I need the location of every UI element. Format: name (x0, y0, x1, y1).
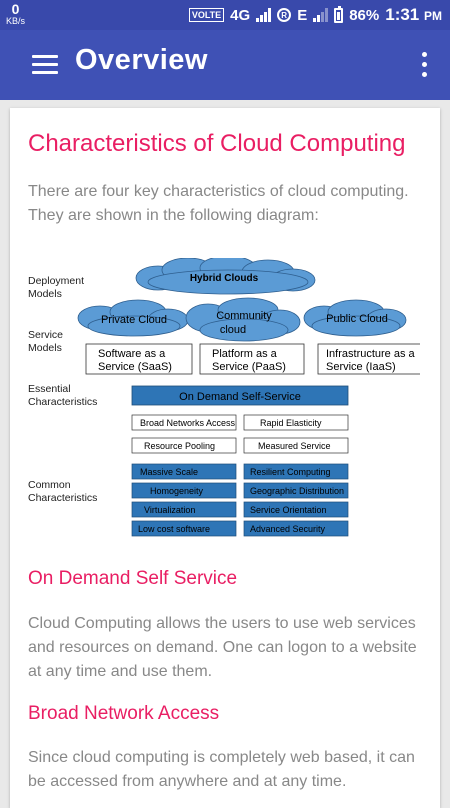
public-cloud-shape (303, 299, 407, 337)
signal-icon (256, 8, 272, 22)
iaas-box (317, 343, 420, 375)
on-demand-box (131, 385, 349, 406)
network-type: 4G (230, 6, 251, 24)
battery-percent: 86% (349, 6, 380, 24)
paas-label-2: Service (PaaS) (212, 361, 286, 373)
intro-text: There are four key characteristics of cl… (28, 183, 409, 224)
hybrid-cloud-shape (135, 258, 316, 295)
diagram-label-common-1: Common (28, 479, 71, 491)
edge-indicator: E (297, 6, 308, 24)
cloud-diagram: Deployment Models Service Models Essenti… (28, 258, 420, 537)
common-box-1-0 (131, 482, 237, 499)
common-item-2-1: Service Orientation (250, 505, 327, 515)
common-item-3-0: Low cost software (138, 524, 210, 534)
diagram-label-common-2: Characteristics (28, 492, 97, 504)
common-item-1-0: Homogeneity (150, 486, 204, 496)
diagram-label-service-2: Models (28, 342, 62, 354)
rapid-elasticity-box (243, 414, 349, 431)
section-heading-on-demand: On Demand Self Service (28, 568, 238, 589)
network-speed: 0 KB/s (6, 2, 25, 26)
community-cloud-shape (185, 297, 301, 342)
clock: 1:31 PM (385, 5, 442, 25)
app-bar: Overview (0, 30, 450, 100)
common-item-3-1: Advanced Security (250, 524, 326, 534)
diagram-label-service-1: Service (28, 329, 63, 341)
saas-box (85, 343, 193, 375)
common-item-2-0: Virtualization (144, 505, 195, 515)
broad-access-label: Broad Networks Access (140, 418, 236, 428)
clock-ampm: PM (424, 9, 442, 23)
page-title: Overview (75, 44, 208, 76)
clock-time: 1:31 (385, 5, 420, 24)
common-box-2-1 (243, 501, 349, 518)
roaming-letter: R (281, 10, 288, 20)
diagram-label-deployment-2: Models (28, 288, 62, 300)
paas-label-1: Platform as a (212, 348, 278, 360)
section-body-broad-network: Since cloud computing is completely web … (28, 749, 415, 790)
common-box-0-1 (243, 463, 349, 480)
section-heading-broad-network: Broad Network Access (28, 703, 220, 724)
broad-access-box (131, 414, 237, 431)
section-heading: Characteristics of Cloud Computing (28, 130, 406, 157)
common-box-1-1 (243, 482, 349, 499)
common-box-3-1 (243, 520, 349, 537)
iaas-label-2: Service (IaaS) (326, 361, 396, 373)
private-cloud-shape (77, 299, 189, 337)
measured-service-label: Measured Service (258, 441, 331, 451)
resource-pooling-box (131, 437, 237, 454)
community-cloud-label-2: cloud (220, 324, 246, 336)
volte-badge: VOLTE (188, 8, 225, 22)
paas-box (199, 343, 305, 375)
diagram-label-essential-2: Characteristics (28, 396, 97, 408)
common-box-3-0 (131, 520, 237, 537)
common-box-0-0 (131, 463, 237, 480)
on-demand-label: On Demand Self-Service (179, 391, 301, 403)
network-speed-value: 0 (11, 1, 20, 17)
saas-label-1: Software as a (98, 348, 166, 360)
common-item-0-1: Resilient Computing (250, 467, 331, 477)
common-item-0-0: Massive Scale (140, 467, 198, 477)
resource-pooling-label: Resource Pooling (144, 441, 215, 451)
signal-icon-2 (313, 8, 329, 22)
roaming-icon: R (277, 8, 292, 22)
more-options-icon[interactable] (422, 52, 428, 78)
hybrid-cloud-label: Hybrid Clouds (190, 273, 259, 284)
hamburger-menu-icon[interactable] (32, 55, 58, 75)
common-box-2-0 (131, 501, 237, 518)
battery-icon (334, 5, 344, 23)
section-body-on-demand: Cloud Computing allows the users to use … (28, 615, 417, 680)
status-right: VOLTE 4G R E 86% 1:31 PM (188, 5, 442, 25)
rapid-elasticity-label: Rapid Elasticity (260, 418, 322, 428)
diagram-label-deployment-1: Deployment (28, 275, 84, 287)
common-item-1-1: Geographic Distribution (250, 486, 344, 496)
public-cloud-label: Public Cloud (326, 313, 388, 325)
status-bar: 0 KB/s VOLTE 4G R E 86% 1:31 PM (0, 0, 450, 30)
network-speed-unit: KB/s (6, 16, 26, 26)
content-card: Characteristics of Cloud Computing There… (10, 108, 440, 808)
saas-label-2: Service (SaaS) (98, 361, 172, 373)
community-cloud-label-1: Community (216, 310, 272, 322)
common-characteristics-grid: Massive Scale Resilient Computing Homoge… (131, 463, 349, 537)
iaas-label-1: Infrastructure as a (326, 348, 416, 360)
diagram-label-essential-1: Essential (28, 383, 71, 395)
private-cloud-label: Private Cloud (101, 314, 167, 326)
measured-service-box (243, 437, 349, 454)
